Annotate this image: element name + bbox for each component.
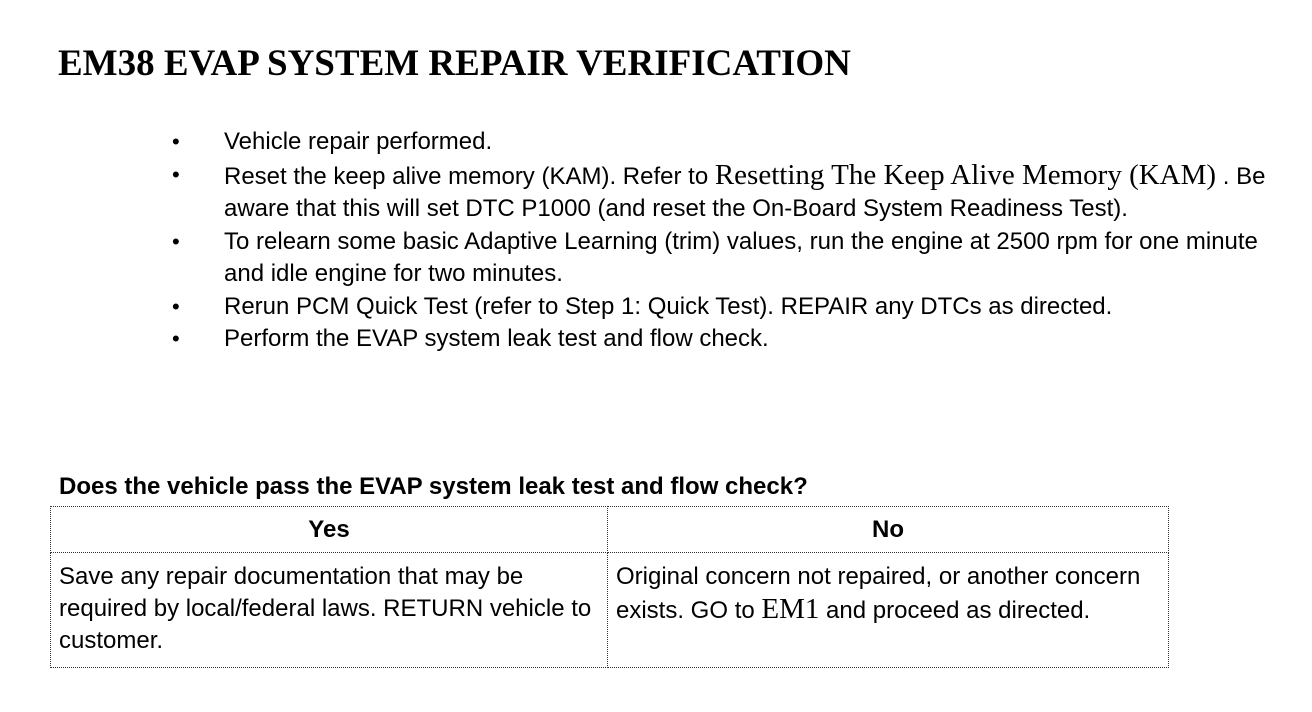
step-text: To relearn some basic Adaptive Learning …: [224, 227, 1258, 288]
yes-column-header: Yes: [50, 506, 608, 553]
table-header-row: Yes No: [50, 506, 1169, 553]
no-text-after-link: and proceed as directed.: [819, 597, 1091, 624]
list-item: • To relearn some basic Adaptive Learnin…: [172, 226, 1282, 291]
step-text-before-link: Reset the keep alive memory (KAM). Refer…: [224, 162, 715, 190]
repair-steps-list: • Vehicle repair performed. • Reset the …: [172, 126, 1282, 356]
bullet-icon: •: [172, 228, 180, 254]
bullet-icon: •: [172, 161, 180, 187]
table-row: Save any repair documentation that may b…: [50, 552, 1169, 668]
no-cell: Original concern not repaired, or anothe…: [607, 552, 1169, 668]
page-title: EM38 EVAP SYSTEM REPAIR VERIFICATION: [58, 43, 851, 84]
no-column-header: No: [607, 506, 1169, 553]
kam-reset-link[interactable]: Resetting The Keep Alive Memory (KAM): [714, 158, 1217, 191]
step-text-after-link: . Be aware that this will set DTC P1000 …: [224, 162, 1266, 223]
em1-link[interactable]: EM1: [761, 593, 820, 625]
list-item: • Reset the keep alive memory (KAM). Ref…: [172, 159, 1282, 226]
step-text: Perform the EVAP system leak test and fl…: [224, 325, 769, 352]
bullet-icon: •: [172, 293, 180, 319]
step-text: Vehicle repair performed.: [224, 128, 493, 155]
verification-question: Does the vehicle pass the EVAP system le…: [59, 473, 808, 500]
decision-table: Yes No Save any repair documentation tha…: [50, 506, 1169, 668]
bullet-icon: •: [172, 129, 180, 154]
list-item: • Perform the EVAP system leak test and …: [172, 323, 1282, 356]
no-text-before-link: Original concern not repaired, or anothe…: [616, 563, 1141, 624]
step-text: Rerun PCM Quick Test (refer to Step 1: Q…: [224, 292, 1113, 320]
list-item: • Vehicle repair performed.: [172, 126, 1282, 159]
yes-cell: Save any repair documentation that may b…: [50, 552, 608, 668]
bullet-icon: •: [172, 326, 180, 351]
list-item: • Rerun PCM Quick Test (refer to Step 1:…: [172, 291, 1282, 324]
